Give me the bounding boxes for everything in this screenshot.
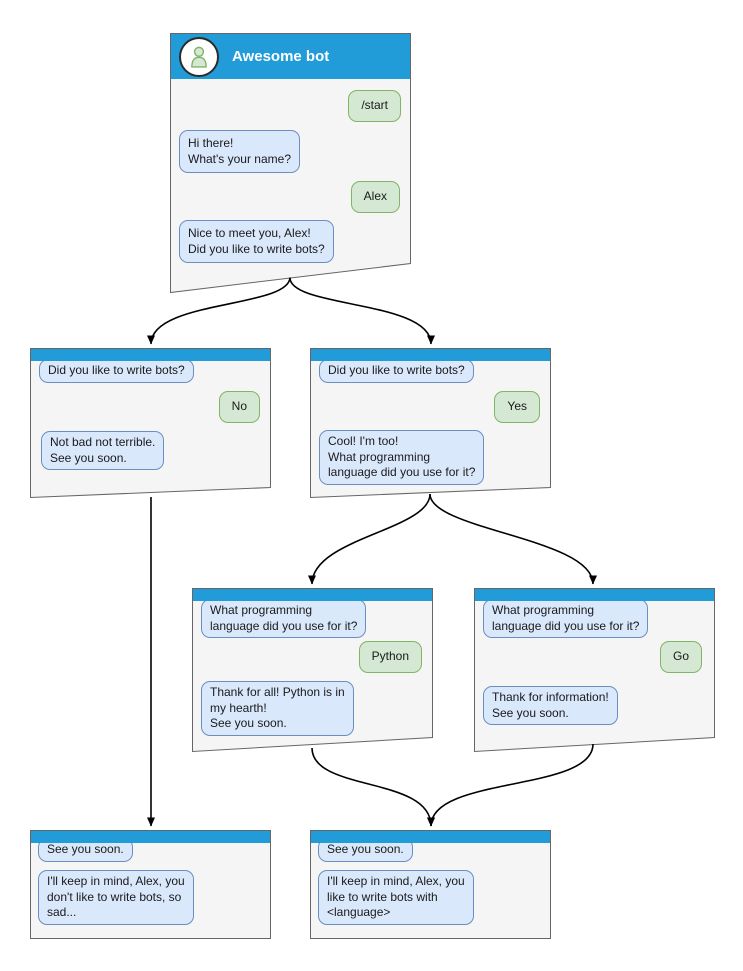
window-header [311,831,550,843]
user-message-bubble: Go [659,641,702,673]
user-message-bubble: Yes [494,391,540,423]
bot-message-bubble: Nice to meet you, Alex! Did you like to … [179,220,334,264]
bot-message-bubble: See you soon. [318,838,413,862]
bot-message-bubble: Thank for all! Python is in my hearth! S… [201,681,354,736]
edge-go-to-end [427,743,594,827]
bot-message-bubble: Did you like to write bots? [39,359,194,383]
window-title: Awesome bot [232,48,330,65]
user-message-bubble: Python [358,641,422,673]
window-header [31,349,270,361]
bot-message-bubble: Not bad not terrible. See you soon. [41,431,165,471]
avatar [179,36,219,77]
bot-message-bubble: Did you like to write bots? [319,359,474,383]
user-message-bubble: /start [348,90,401,122]
edge-yes-to-go [429,493,597,585]
person-icon [191,46,207,68]
chat-window-end-yes: See you soon. I'll keep in mind, Alex, y… [310,830,551,939]
window-header [475,589,714,601]
chat-window-branch-go: What programming language did you use fo… [474,588,715,753]
bot-message-bubble: I'll keep in mind, Alex, you don't like … [38,870,194,925]
window-header [311,349,550,361]
bot-message-bubble: Cool! I'm too! What programming language… [319,430,485,485]
edge-python-to-end [311,747,435,827]
bot-message-bubble: What programming language did you use fo… [483,599,649,639]
bot-message-bubble: I'll keep in mind, Alex, you like to wri… [318,870,474,925]
edge-yes-to-python [308,493,431,585]
bot-message-bubble: Hi there! What's your name? [179,130,301,174]
bot-message-bubble: What programming language did you use fo… [201,599,367,639]
chat-window-branch-yes: Did you like to write bots? Yes Cool! I'… [310,348,551,499]
user-message-bubble: No [218,391,260,423]
chat-window-main: Awesome bot /start Hi there! What's your… [170,33,411,294]
chat-window-branch-python: What programming language did you use fo… [192,588,433,753]
chat-window-end-no: See you soon. I'll keep in mind, Alex, y… [30,830,271,939]
bot-message-bubble: See you soon. [38,838,133,862]
window-header [193,589,432,601]
user-message-bubble: Alex [350,181,400,213]
bot-message-bubble: Thank for information! See you soon. [483,686,618,726]
chat-window-branch-no: Did you like to write bots? No Not bad n… [30,348,271,499]
window-header [31,831,270,843]
window-header: Awesome bot [171,34,410,79]
